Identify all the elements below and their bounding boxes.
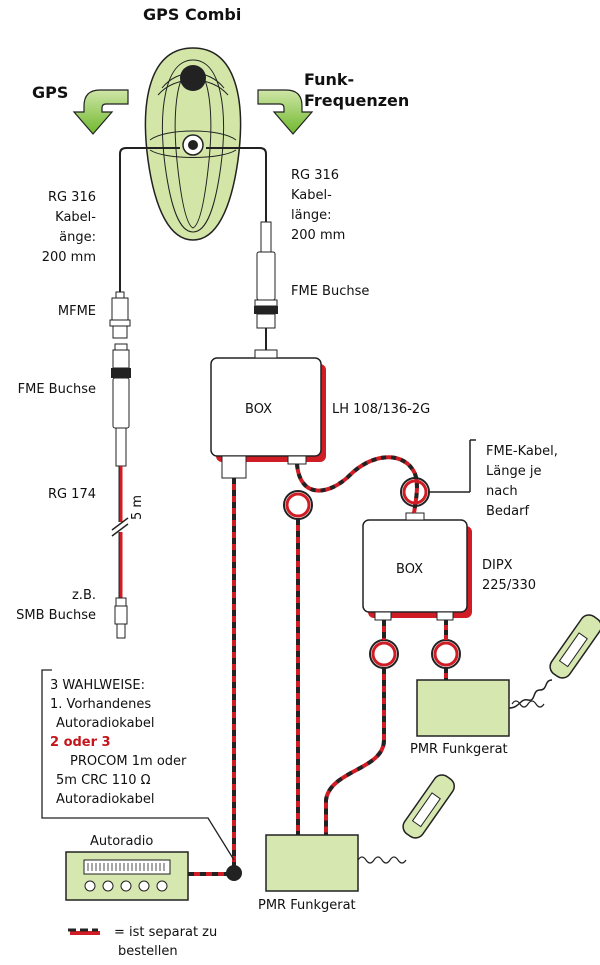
legend-label-1: = ist separat zu (114, 925, 218, 940)
wahlweise-bracket (41, 669, 235, 861)
wahlweise-line4: 2 oder 3 (50, 735, 111, 750)
left-antenna-cable (119, 147, 180, 295)
wahlweise-line3: Autoradiokabel (56, 716, 155, 731)
wahlweise-line5: PROCOM 1m oder (70, 754, 187, 769)
gps-arrow-icon (72, 89, 129, 135)
wahlweise-line7: Autoradiokabel (56, 792, 155, 807)
fme-kabel-label-3: nach (486, 484, 518, 499)
pmr-right-label: PMR Funkgerat (410, 742, 508, 757)
fme-kabel-label-2: Länge je (486, 464, 542, 479)
right-cable-label-4: 200 mm (291, 228, 346, 243)
box2-label: BOX (396, 562, 423, 577)
left-cable-label-3: änge: (59, 230, 96, 245)
right-cable-label-2: Kabel- (291, 188, 332, 203)
box-lh108-shape (210, 349, 326, 479)
fme-kabel-label-4: Bedarf (486, 504, 530, 519)
right-fme-buchse-connector (254, 221, 278, 352)
wahlweise-line2: 1. Vorhandenes (50, 697, 152, 712)
rg174-cable (111, 466, 129, 598)
left-cable-label-1: RG 316 (47, 190, 96, 205)
box2-model-1: DIPX (482, 558, 513, 573)
fme-kabel-between-boxes (283, 439, 476, 520)
funk-frequenzen-arrow-icon (257, 89, 314, 135)
right-antenna-cable (206, 147, 267, 222)
fme-kabel-label-1: FME-Kabel, (486, 444, 558, 459)
right-cable-label-1: RG 316 (291, 168, 340, 183)
pmr-funkgerat-bottom (265, 774, 455, 892)
box2-to-pmr-right-cable (431, 620, 461, 680)
autoradio-label: Autoradio (90, 834, 154, 849)
smb-label-1: z.B. (71, 588, 96, 603)
autoradio-device (65, 851, 242, 901)
box2-to-pmr-bottom-cable (324, 620, 399, 835)
mfme-label: MFME (57, 304, 96, 319)
funk-label-line2: Frequenzen (304, 91, 410, 110)
box-dipx-shape (362, 512, 472, 621)
smb-buchse-connector (114, 597, 128, 639)
right-cable-label-3: länge: (291, 208, 332, 223)
legend-label-2: bestellen (118, 944, 178, 959)
fme-buchse-left-label: FME Buchse (17, 382, 96, 397)
funk-label-line1: Funk- (304, 70, 355, 89)
left-fme-buchse-connector (111, 343, 131, 467)
box1-model: LH 108/136-2G (332, 402, 431, 417)
wahlweise-line6: 5m CRC 110 Ω (56, 773, 151, 788)
title: GPS Combi (143, 5, 242, 24)
wahlweise-line1: 3 WAHLWEISE: (50, 678, 146, 693)
smb-label-2: SMB Buchse (16, 608, 96, 623)
box1-label: BOX (245, 402, 272, 417)
left-cable-label-2: Kabel- (55, 210, 96, 225)
mfme-connector (109, 291, 131, 339)
pmr-bottom-label: PMR Funkgerat (258, 898, 356, 913)
rg174-label: RG 174 (47, 487, 96, 502)
pmr-funkgerat-right (416, 614, 600, 737)
legend-dashed-cable (68, 928, 100, 935)
gps-combi-antenna (144, 47, 242, 241)
fme-buchse-right-label: FME Buchse (291, 284, 370, 299)
length-5m-label: 5 m (130, 494, 145, 520)
box2-model-2: 225/330 (482, 578, 537, 593)
gps-label: GPS (32, 83, 69, 102)
left-cable-label-4: 200 mm (41, 250, 96, 265)
